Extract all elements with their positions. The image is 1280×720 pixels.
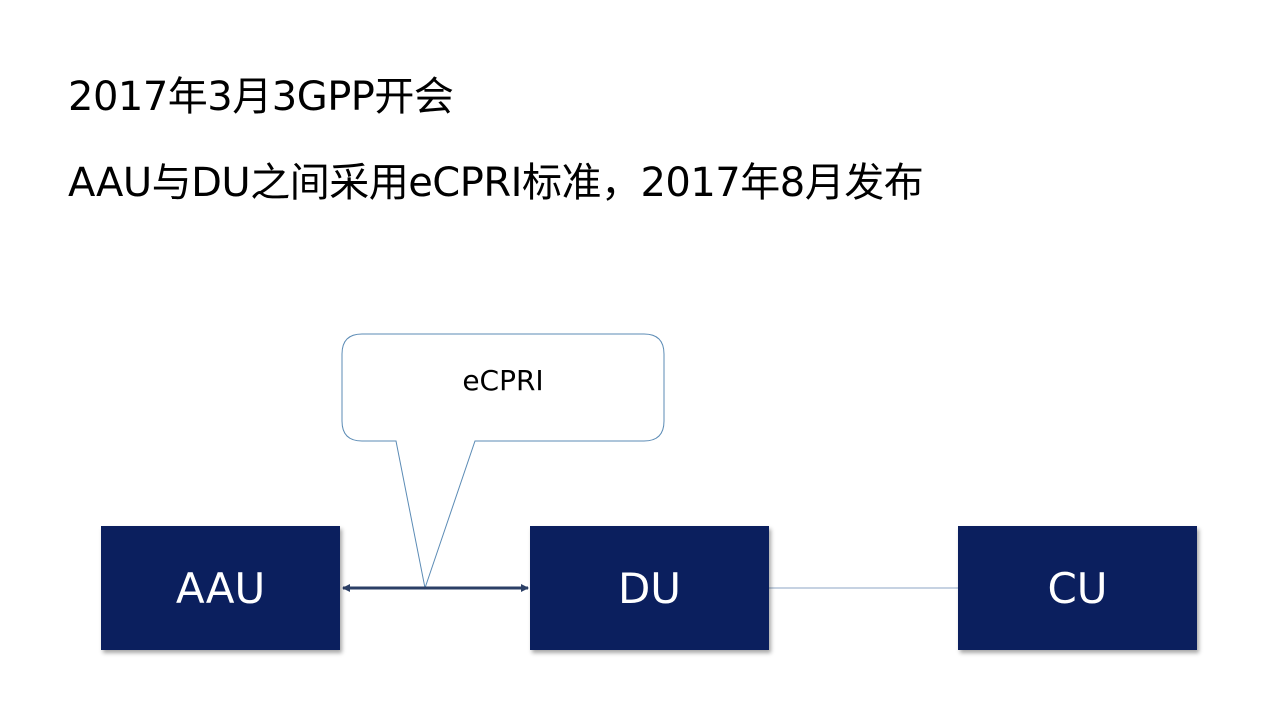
title-line-1: 2017年3月3GPP开会 bbox=[68, 74, 454, 120]
title-line-2: AAU与DU之间采用eCPRI标准，2017年8月发布 bbox=[68, 160, 924, 206]
ecpri-callout-bubble bbox=[341, 333, 665, 590]
node-du: DU bbox=[530, 526, 769, 650]
callout-label-ecpri: eCPRI bbox=[462, 364, 544, 397]
node-cu: CU bbox=[958, 526, 1197, 650]
node-aau: AAU bbox=[101, 526, 340, 650]
